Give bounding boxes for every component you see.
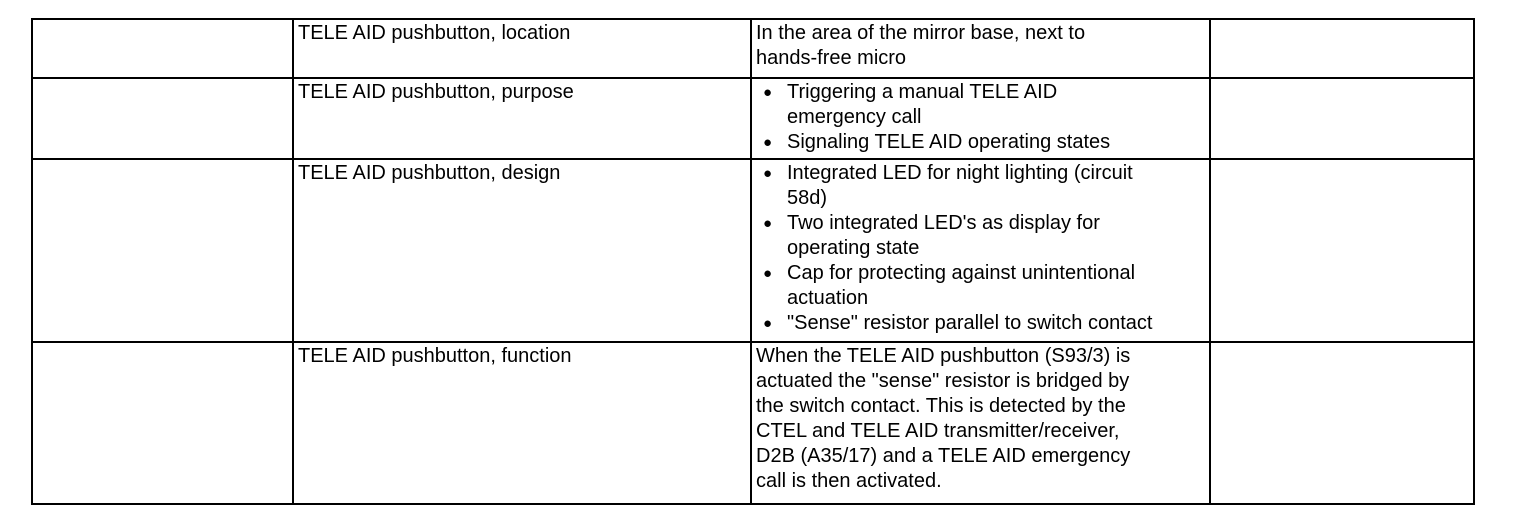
bullet-text: Triggering a manual TELE AID emergency c… <box>787 81 1058 128</box>
list-item: ● Two integrated LED's as display for op… <box>756 211 1207 261</box>
row-label: TELE AID pushbutton, location <box>298 22 571 44</box>
list-item: ● "Sense" resistor parallel to switch co… <box>756 311 1207 336</box>
empty-cell <box>31 341 294 505</box>
description-cell-function: When the TELE AID pushbutton (S93/3) is … <box>750 341 1211 505</box>
empty-cell <box>1209 158 1475 343</box>
row-label: TELE AID pushbutton, function <box>298 345 572 367</box>
bullet-icon: ● <box>763 84 773 101</box>
description-text: When the TELE AID pushbutton (S93/3) is … <box>756 345 1131 492</box>
empty-cell <box>1209 341 1475 505</box>
description-text: In the area of the mirror base, next to … <box>756 22 1086 69</box>
bullet-text: Signaling TELE AID operating states <box>787 131 1111 153</box>
empty-cell <box>31 77 294 160</box>
empty-cell <box>31 18 294 79</box>
label-cell-purpose: TELE AID pushbutton, purpose <box>292 77 752 160</box>
bullet-icon: ● <box>763 265 773 282</box>
bullet-text: Integrated LED for night lighting (circu… <box>787 162 1133 209</box>
teleaid-spec-table: TELE AID pushbutton, location In the are… <box>31 18 1475 505</box>
label-cell-design: TELE AID pushbutton, design <box>292 158 752 343</box>
table-row-design: TELE AID pushbutton, design ● Integrated… <box>31 158 1475 343</box>
table-row-purpose: TELE AID pushbutton, purpose ● Triggerin… <box>31 77 1475 160</box>
table-row-location: TELE AID pushbutton, location In the are… <box>31 18 1475 79</box>
bullet-list-cell-purpose: ● Triggering a manual TELE AID emergency… <box>750 77 1211 160</box>
description-cell-location: In the area of the mirror base, next to … <box>750 18 1211 79</box>
list-item: ● Integrated LED for night lighting (cir… <box>756 161 1207 211</box>
bullet-icon: ● <box>763 134 773 151</box>
bullet-icon: ● <box>763 315 773 332</box>
list-item: ● Cap for protecting against unintention… <box>756 261 1207 311</box>
bullet-icon: ● <box>763 165 773 182</box>
empty-cell <box>1209 77 1475 160</box>
list-item: ● Signaling TELE AID operating states <box>756 130 1207 155</box>
bullet-icon: ● <box>763 215 773 232</box>
bullet-text: "Sense" resistor parallel to switch cont… <box>787 312 1153 334</box>
table-row-function: TELE AID pushbutton, function When the T… <box>31 341 1475 505</box>
label-cell-function: TELE AID pushbutton, function <box>292 341 752 505</box>
row-label: TELE AID pushbutton, design <box>298 162 561 184</box>
empty-cell <box>31 158 294 343</box>
list-item: ● Triggering a manual TELE AID emergency… <box>756 80 1207 130</box>
bullet-text: Cap for protecting against unintentional… <box>787 262 1136 309</box>
empty-cell <box>1209 18 1475 79</box>
row-label: TELE AID pushbutton, purpose <box>298 81 574 103</box>
label-cell-location: TELE AID pushbutton, location <box>292 18 752 79</box>
bullet-list-cell-design: ● Integrated LED for night lighting (cir… <box>750 158 1211 343</box>
bullet-text: Two integrated LED's as display for oper… <box>787 212 1100 259</box>
